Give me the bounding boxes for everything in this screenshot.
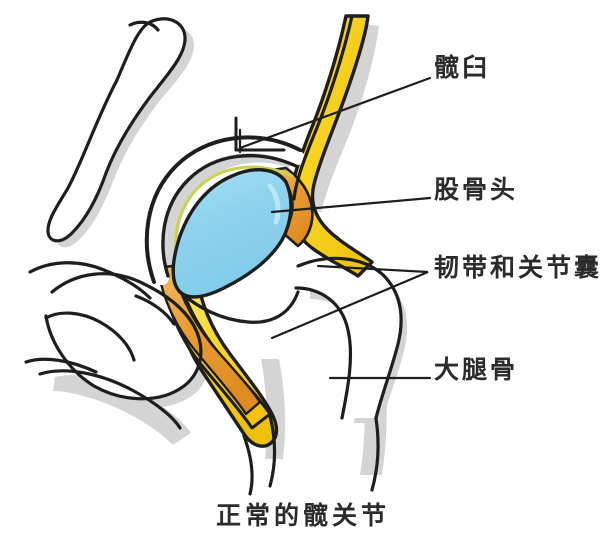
figure-caption: 正常的髋关节 [215, 501, 390, 530]
bone-outline-layer [24, 14, 403, 496]
label-acetabulum: 髋臼 [434, 53, 491, 82]
leader-lines [238, 76, 432, 380]
leader-acetabulum [238, 76, 432, 150]
leader-femoral-head [270, 196, 432, 214]
label-ligament-and-capsule: 韧带和关节囊 [434, 253, 603, 282]
label-femoral-head: 股骨头 [434, 175, 519, 204]
leader-ligament-bracket [270, 264, 429, 340]
label-femur: 大腿骨 [434, 355, 519, 384]
